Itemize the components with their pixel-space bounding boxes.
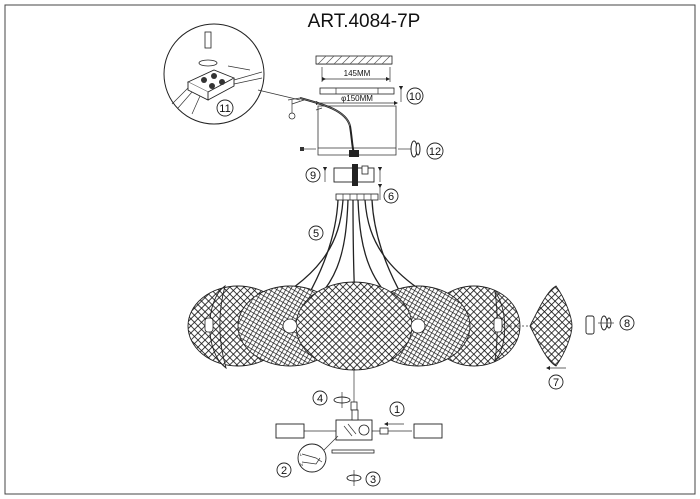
dimension-150mm: φ150MM — [315, 94, 399, 106]
dimension-145mm: 145MM — [321, 67, 391, 82]
callout-8: 8 — [619, 315, 635, 331]
detached-shade — [506, 285, 573, 371]
ceiling-block — [315, 55, 393, 65]
callout-8-label: 8 — [624, 318, 630, 330]
callout-6-label: 6 — [388, 191, 394, 203]
callout-7-label: 7 — [553, 377, 559, 389]
callout-3: 3 — [365, 471, 381, 487]
bottom-assembly: L N — [275, 392, 443, 486]
callout-2-label: 2 — [281, 465, 287, 477]
dimension-width-label: 145MM — [344, 69, 371, 78]
callout-12: 12 — [426, 142, 444, 160]
center-stem — [350, 370, 358, 412]
callout-5: 5 — [308, 225, 324, 241]
callout-10: 10 — [406, 87, 424, 105]
coupler — [322, 164, 383, 186]
page-title: ART.4084-7P — [308, 11, 421, 32]
callout-10-label: 10 — [409, 91, 421, 103]
callout-11: 11 — [216, 99, 234, 117]
callout-6: 6 — [383, 188, 399, 204]
wire-label-live: L — [300, 452, 303, 457]
wire-label-neutral: N — [300, 462, 303, 467]
arm-connector — [335, 183, 383, 201]
callout-3-label: 3 — [370, 474, 376, 486]
callout-12-label: 12 — [429, 146, 441, 158]
callout-5-label: 5 — [313, 228, 319, 240]
sheet-border — [4, 4, 696, 495]
canopy-nut — [410, 140, 421, 158]
callout-4-label: 4 — [317, 393, 323, 405]
callout-9-label: 9 — [310, 170, 316, 182]
terminal-block-detail — [163, 23, 301, 125]
callout-7: 7 — [548, 374, 564, 390]
callout-9: 9 — [305, 167, 321, 183]
dimension-diameter-label: φ150MM — [341, 94, 373, 103]
canopy — [299, 97, 414, 157]
mounting-plate — [319, 87, 395, 95]
mesh-shades — [187, 281, 521, 371]
ground-wire — [287, 97, 305, 120]
callout-1: 1 — [389, 401, 405, 417]
callout-2: 2 — [276, 462, 292, 478]
callout-11-label: 11 — [219, 103, 230, 115]
callout-1-label: 1 — [394, 404, 400, 416]
bulb-and-nut — [585, 315, 614, 335]
callout-4: 4 — [312, 390, 328, 406]
